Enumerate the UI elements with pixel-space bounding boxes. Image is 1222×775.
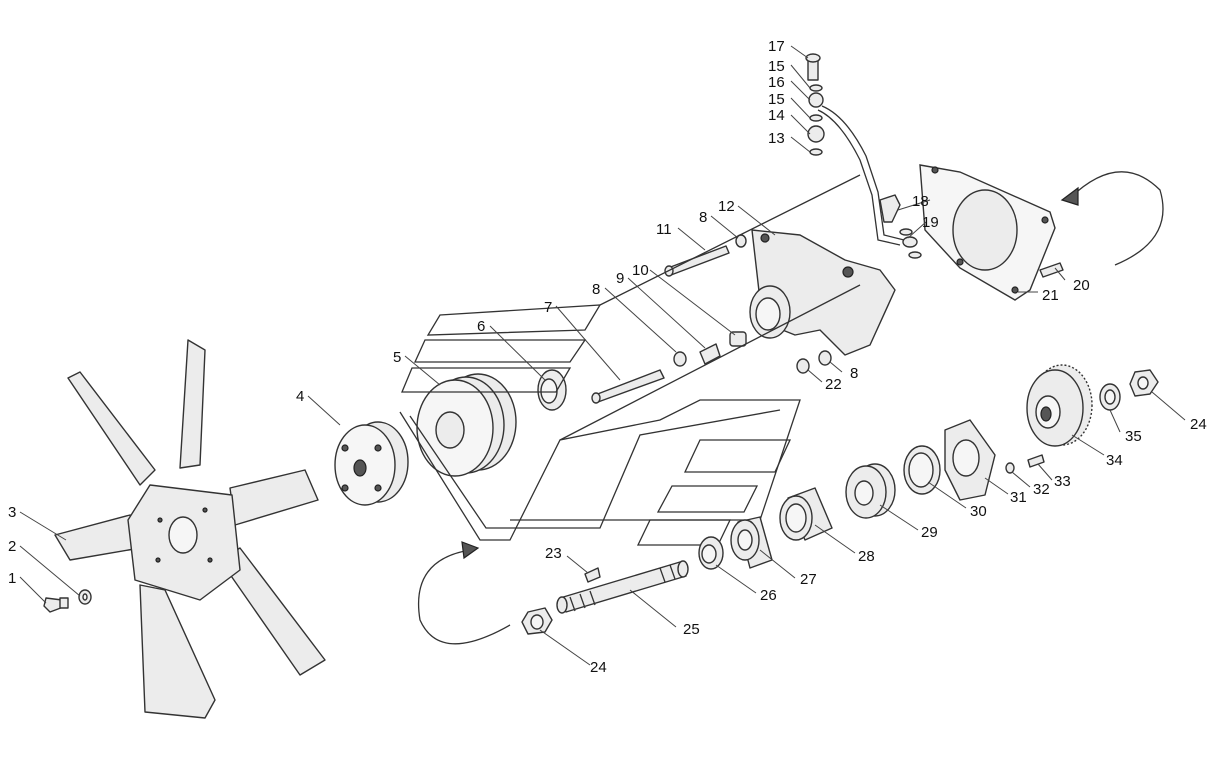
callout-16: 16 (768, 74, 785, 91)
pulley (416, 373, 517, 477)
callout-8: 8 (592, 281, 600, 298)
bolt-small (1027, 454, 1045, 468)
callout-9: 9 (616, 270, 624, 287)
flow-arrow-top (1069, 171, 1164, 266)
callout-30: 30 (970, 503, 987, 520)
callout-8: 8 (699, 209, 707, 226)
pump-shaft (556, 560, 689, 614)
callout-1: 1 (8, 570, 16, 587)
key (584, 567, 601, 583)
ring-26 (698, 536, 724, 570)
callout-27: 27 (800, 571, 817, 588)
callout-14: 14 (768, 107, 785, 124)
fan-blade-assembly (54, 339, 326, 719)
callout-18: 18 (912, 193, 929, 210)
callout-28: 28 (858, 548, 875, 565)
callout-7: 7 (544, 299, 552, 316)
clip (699, 343, 721, 365)
callout-15: 15 (768, 58, 785, 75)
callout-15: 15 (768, 91, 785, 108)
washer (818, 350, 832, 366)
callout-6: 6 (477, 318, 485, 335)
callout-22: 22 (825, 376, 842, 393)
callout-17: 17 (768, 38, 785, 55)
callout-12: 12 (718, 198, 735, 215)
callout-10: 10 (632, 262, 649, 279)
cover-plate (944, 419, 996, 501)
callout-21: 21 (1042, 287, 1059, 304)
callout-33: 33 (1054, 473, 1071, 490)
washer-small (1005, 462, 1015, 474)
callout-23: 23 (545, 545, 562, 562)
callout-32: 32 (1033, 481, 1050, 498)
callout-29: 29 (921, 524, 938, 541)
callout-4: 4 (296, 388, 304, 405)
flow-arrow-top-head (1060, 186, 1079, 206)
exploded-view-guide-lines (399, 174, 861, 546)
fan-bolt (43, 597, 69, 613)
drive-gear (1026, 364, 1093, 447)
callout-5: 5 (393, 349, 401, 366)
bolt-long (664, 245, 730, 277)
callout-34: 34 (1106, 452, 1123, 469)
fan-hub (334, 421, 409, 506)
flow-arrow-bottom-head (461, 541, 480, 560)
callout-13: 13 (768, 130, 785, 147)
ring-30 (903, 445, 941, 495)
callout-26: 26 (760, 587, 777, 604)
gasket (919, 164, 1056, 301)
nut-left (521, 607, 553, 635)
callout-19: 19 (922, 214, 939, 231)
washer (673, 351, 687, 367)
bushing-27 (730, 516, 773, 569)
flow-arrow-bottom (418, 549, 511, 645)
callout-8: 8 (850, 365, 858, 382)
callout-35: 35 (1125, 428, 1142, 445)
sleeve-28 (779, 487, 833, 541)
callout-20: 20 (1073, 277, 1090, 294)
seal (537, 369, 567, 411)
leader-lines (19, 45, 1186, 666)
nut (796, 358, 810, 374)
callout-11: 11 (656, 221, 672, 238)
fan-washer (78, 589, 92, 605)
callout-31: 31 (1010, 489, 1027, 506)
callout-25: 25 (683, 621, 700, 638)
bearing-29 (845, 463, 896, 519)
callout-24: 24 (1190, 416, 1207, 433)
oil-line-assembly (805, 53, 922, 259)
callout-24: 24 (590, 659, 607, 676)
callout-2: 2 (8, 538, 16, 555)
nut-right (1129, 369, 1159, 397)
washer-35 (1099, 383, 1121, 411)
pump-housing (749, 229, 896, 356)
dowel-pin (1039, 262, 1064, 278)
callout-labels: 1 2 3 4 5 6 7 8 8 8 9 10 11 12 13 14 15 … (8, 38, 1207, 676)
callout-3: 3 (8, 504, 16, 521)
spacer (729, 331, 747, 347)
stud-long (591, 369, 665, 404)
